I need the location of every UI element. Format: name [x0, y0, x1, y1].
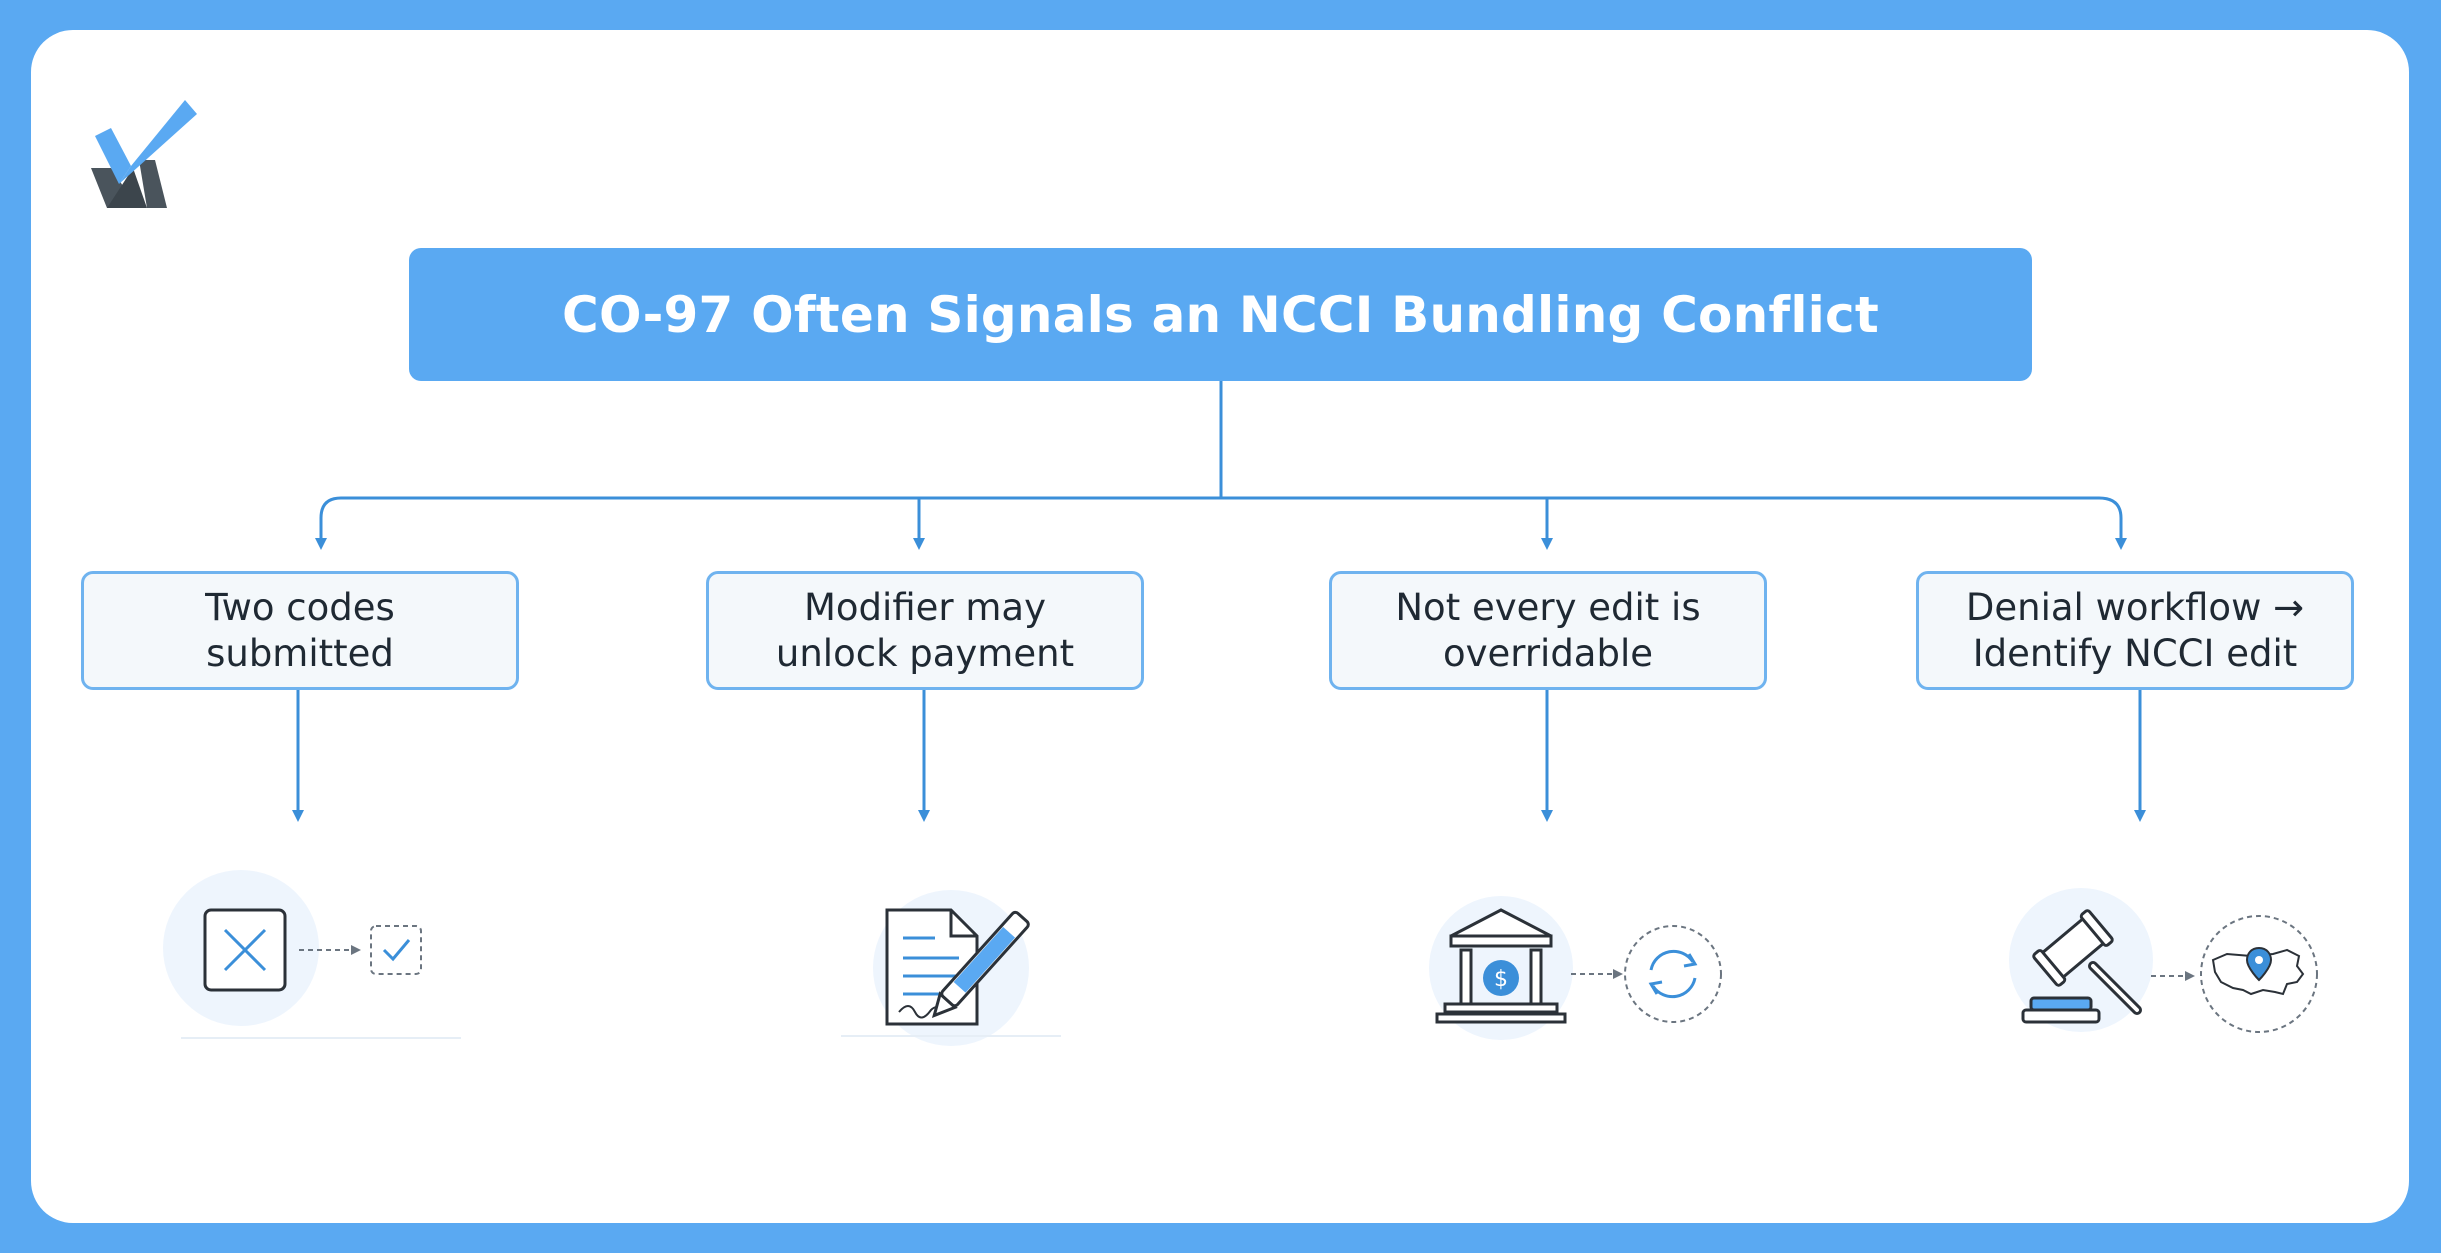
node-label: Denial workflow → Identify NCCI edit	[1965, 585, 2305, 675]
signed-document-icon	[841, 890, 1061, 1046]
node-not-overridable: Not every edit is overridable	[1329, 571, 1767, 690]
title-box: CO-97 Often Signals an NCCI Bundling Con…	[409, 248, 2032, 381]
node-label: Modifier may unlock payment	[775, 585, 1075, 675]
connector-lines	[292, 381, 2146, 822]
diagram-title: CO-97 Often Signals an NCCI Bundling Con…	[562, 285, 1879, 344]
gavel-map-icon	[2009, 888, 2318, 1033]
branch-1-line	[315, 496, 342, 550]
node-denial-workflow: Denial workflow → Identify NCCI edit	[1916, 571, 2354, 690]
node-label: Not every edit is overridable	[1395, 585, 1701, 675]
branch-4-line	[2098, 496, 2127, 550]
bank-refresh-icon: $	[1429, 896, 1722, 1040]
svg-text:$: $	[1494, 967, 1508, 992]
node-label: Two codes submitted	[205, 585, 395, 675]
diagram-card: CO-97 Often Signals an NCCI Bundling Con…	[31, 30, 2409, 1223]
brand-logo	[91, 100, 197, 208]
node-two-codes: Two codes submitted	[81, 571, 519, 690]
code-replace-icon	[163, 870, 461, 1039]
node-modifier: Modifier may unlock payment	[706, 571, 1144, 690]
